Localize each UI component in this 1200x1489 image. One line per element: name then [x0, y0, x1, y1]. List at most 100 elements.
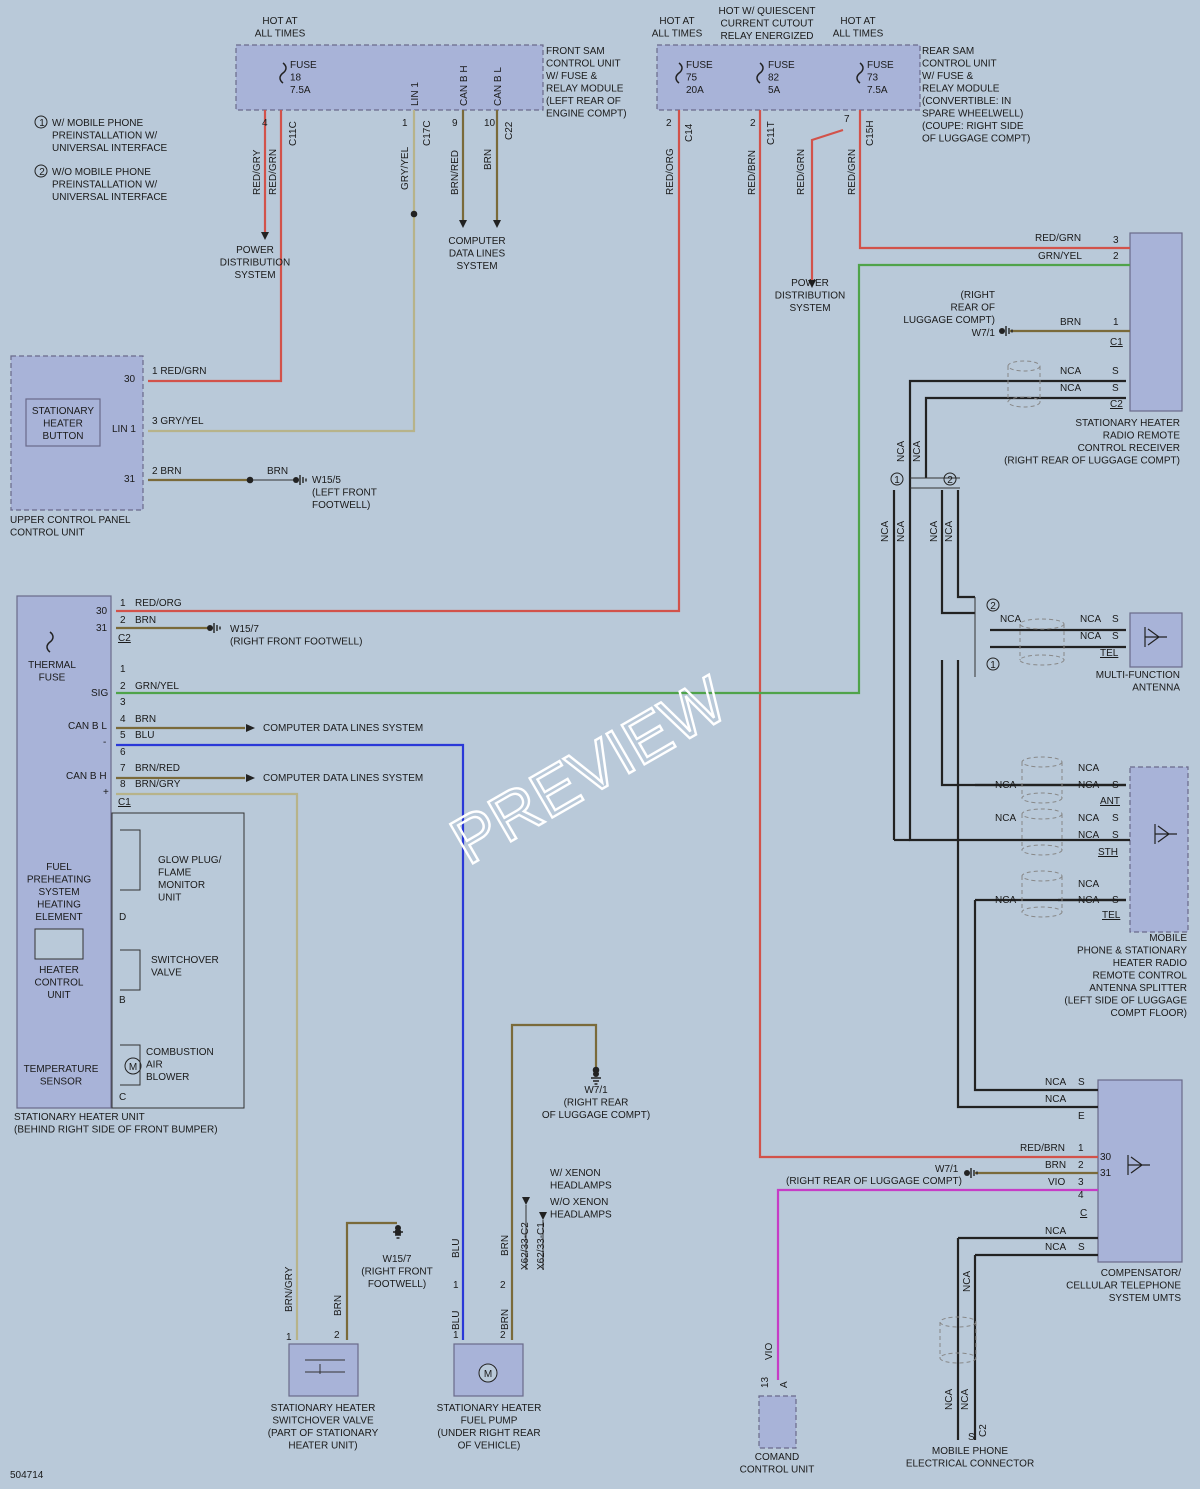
- bracket-line: [910, 477, 960, 489]
- upper-panel-label: UPPER CONTROL PANEL: [10, 515, 131, 526]
- wire-nca-a: [940, 490, 975, 615]
- multi-function-antenna-box: [1129, 612, 1183, 668]
- note-2-marker: [943, 472, 957, 486]
- conn-label: D: [119, 912, 126, 923]
- wire-label: NCA: [880, 521, 891, 542]
- wire-label: RED/BRN: [1020, 1143, 1065, 1154]
- note-2-text: W/O MOBILE PHONE: [52, 167, 151, 178]
- glow-plug-label: UNIT: [158, 893, 181, 904]
- compensator-box: [1097, 1079, 1183, 1263]
- wire-label: 3 GRY/YEL: [152, 416, 204, 427]
- heater-unit-label: STATIONARY HEATER UNIT: [14, 1112, 145, 1123]
- pin-num: 1: [1078, 1143, 1084, 1154]
- heater-control-unit-label: HEATER: [39, 965, 79, 976]
- antenna-splitter-label: ANTENNA SPLITTER: [1089, 983, 1187, 994]
- wire-label: NCA: [1078, 895, 1099, 906]
- pin-num: 13: [760, 1376, 771, 1388]
- rear-sam-label: CONTROL UNIT: [922, 59, 997, 70]
- hot-front: ALL TIMES: [255, 29, 306, 40]
- fuse-75-label: 20A: [686, 85, 704, 96]
- wire-label: NCA: [1060, 383, 1081, 394]
- fuse-18-icon: [279, 62, 287, 84]
- power-distribution-label: DISTRIBUTION: [775, 291, 846, 302]
- ground-w15-7-label: W15/7: [230, 624, 259, 635]
- fuel-pump-label: FUEL PUMP: [461, 1416, 518, 1427]
- pin-label: SIG: [91, 688, 108, 699]
- wire-label: NCA: [960, 1389, 971, 1410]
- pin-num: 2: [666, 118, 672, 129]
- wire-nca-d: [956, 660, 1098, 1109]
- glow-plug-label: FLAME: [158, 868, 192, 879]
- heater-button-label: HEATER: [43, 419, 83, 430]
- wire-grn-yel-sig: [116, 263, 1130, 695]
- splice-dot: [592, 1066, 600, 1074]
- ground-w7-1-label: LUGGAGE COMPT): [903, 315, 995, 326]
- pin-num: 2: [120, 681, 126, 692]
- wire-label: NCA: [944, 521, 955, 542]
- pin-label: S: [1112, 383, 1119, 394]
- pin-num: 4: [262, 118, 268, 129]
- hot-rear-2: RELAY ENERGIZED: [721, 31, 814, 42]
- motor-icon: M: [484, 1369, 492, 1380]
- pin-num: 10: [484, 118, 496, 129]
- fuel-preheating-label: HEATING: [37, 900, 81, 911]
- ground-w7-1-icon: [999, 326, 1013, 336]
- conn-c17c: C17C: [422, 120, 433, 146]
- receiver-label: RADIO REMOTE: [1103, 431, 1181, 442]
- conn-label: C2: [1110, 399, 1123, 410]
- note-1-marker: [986, 657, 1000, 671]
- shield-icon: [1021, 762, 1063, 798]
- pin-num: 3: [1078, 1177, 1084, 1188]
- ground-w7-1-label: REAR OF: [951, 303, 995, 314]
- fuel-preheating-label: SYSTEM: [38, 887, 79, 898]
- hot-rear-2: CURRENT CUTOUT: [721, 19, 814, 30]
- shield-icon: [1021, 844, 1063, 856]
- antenna-icon: [1144, 627, 1167, 647]
- wire-label: RED/GRN: [1035, 233, 1081, 244]
- pin-num: 4: [1078, 1190, 1084, 1201]
- pin-lin1: LIN 1: [410, 82, 421, 106]
- ground-w15-5-label: W15/5: [312, 475, 341, 486]
- ground-w15-5-label: (LEFT FRONT: [312, 488, 377, 499]
- wire-label: NCA: [1080, 631, 1101, 642]
- conn-c14: C14: [684, 123, 695, 142]
- comand-box: [758, 1395, 797, 1449]
- wire-label: NCA: [1078, 813, 1099, 824]
- rear-sam-label: REAR SAM: [922, 46, 974, 57]
- wire-label: NCA: [1045, 1094, 1066, 1105]
- ground-w15-5-label: FOOTWELL): [312, 500, 370, 511]
- pin-label: 30: [124, 374, 136, 385]
- wire-label: NCA: [1045, 1242, 1066, 1253]
- wire-nca-receiver-2: [924, 396, 1126, 478]
- pin-num: 3: [120, 697, 126, 708]
- shield-icon: [1021, 792, 1063, 804]
- arrow-down-icon: [522, 1197, 530, 1205]
- pin-num: 2: [500, 1330, 506, 1341]
- comand-label: CONTROL UNIT: [740, 1465, 815, 1476]
- antenna-splitter-box: [1129, 766, 1189, 933]
- wire-brn-pump: [510, 1023, 598, 1340]
- ground-w7-1-label: W7/1: [935, 1164, 959, 1175]
- note-2-marker: [34, 164, 48, 178]
- pin-label: CAN B L: [68, 721, 107, 732]
- conn-label: C1: [1110, 337, 1123, 348]
- pin-label: S: [1112, 813, 1119, 824]
- port-label: TEL: [1100, 648, 1119, 659]
- switchover-valve-label: HEATER UNIT): [288, 1441, 357, 1452]
- pin-num: 8: [120, 779, 126, 790]
- wire-label: 1 RED/GRN: [152, 366, 206, 377]
- cdl-line-label: COMPUTER DATA LINES SYSTEM: [263, 723, 423, 734]
- splice-dot: [246, 476, 254, 484]
- fuel-pump-label: (UNDER RIGHT REAR: [437, 1428, 540, 1439]
- wire-blu: [116, 743, 465, 1288]
- fuse-73-label: 73: [867, 73, 879, 84]
- note-1-text: W/ MOBILE PHONE: [52, 118, 143, 129]
- conn-label: X62/33-C1: [536, 1222, 547, 1270]
- multi-function-antenna-label: MULTI-FUNCTION: [1096, 670, 1180, 681]
- wire-label: BRN: [1045, 1160, 1066, 1171]
- port-label: ANT: [1100, 796, 1120, 807]
- wire-brn-valve: [345, 1221, 397, 1340]
- pin-label: S: [968, 1432, 975, 1443]
- wire-red-grn-panel: [148, 110, 283, 383]
- pin-num: 1: [120, 598, 126, 609]
